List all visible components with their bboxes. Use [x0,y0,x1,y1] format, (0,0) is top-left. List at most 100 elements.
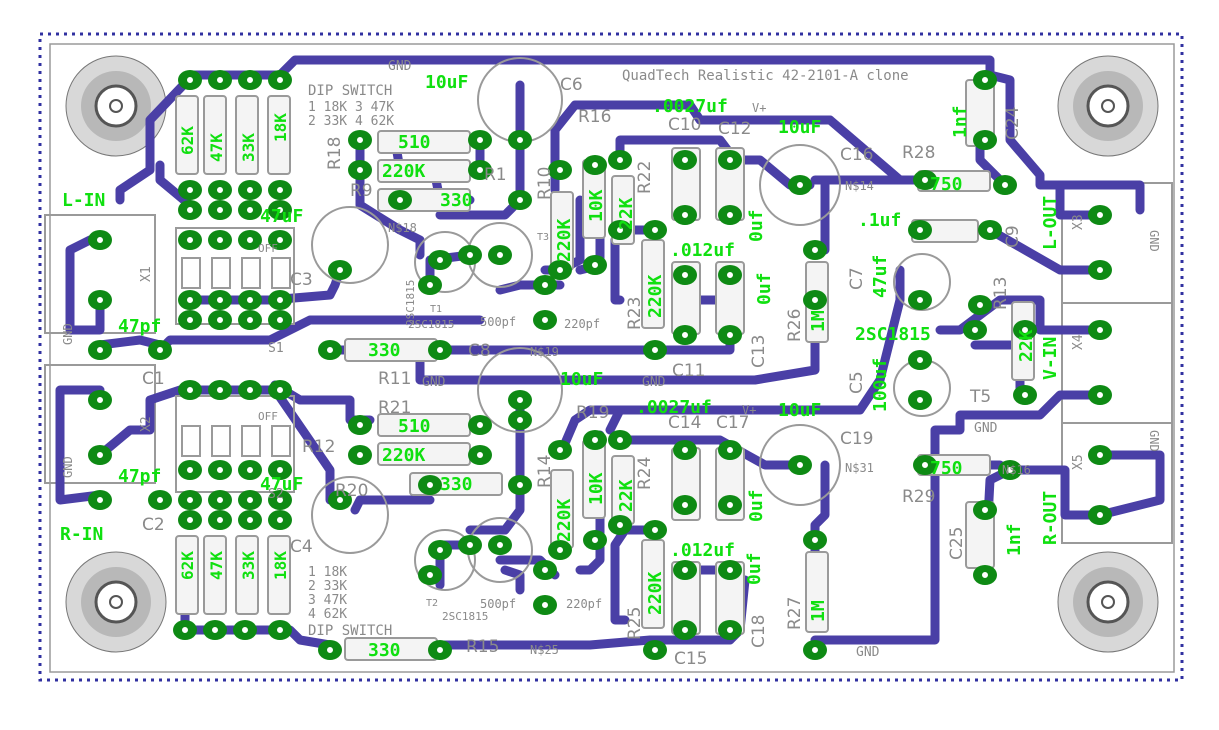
pad-hole [516,416,524,424]
pad-hole [986,226,994,234]
pad-hole [726,501,734,509]
pad-hole [516,196,524,204]
ref-c19: C19 [840,429,874,449]
ref-c16: C16 [840,145,874,165]
pad-hole [726,446,734,454]
ref-c18: C18 [749,614,769,648]
ref-r1: R1 [484,165,507,185]
value-r28: 750 [930,174,963,195]
value-r27: 1M [808,600,829,622]
pad-hole [1096,211,1104,219]
pad-hole [436,646,444,654]
ref-c9: C9 [1003,225,1023,248]
pad-hole [216,186,224,194]
value-c4: 47uF [260,474,303,495]
ref-r22: R22 [635,161,655,194]
pad-hole [186,386,194,394]
ref-r14: R14 [535,455,555,488]
ref-2sc1815-t1: 2SC1815 [404,280,417,326]
pad-hole [356,136,364,144]
pad-hole [246,516,254,524]
pad-hole [186,496,194,504]
pad-hole [436,256,444,264]
ref-c10: C10 [668,115,702,135]
value-c10: .0027uf [652,96,728,117]
net-n31: N$31 [845,461,874,475]
pad-hole [276,186,284,194]
connector-label-v-in: V-IN [1040,337,1061,380]
pad-hole [981,136,989,144]
ref-r23: R23 [625,297,645,330]
net-n18: N$18 [388,221,417,235]
pad-hole [246,466,254,474]
ref-c13: C13 [749,334,769,368]
pad-hole [681,446,689,454]
dip-legend-bottom-title: DIP SWITCH [308,623,392,639]
pad-hole [276,496,284,504]
pad-hole [216,386,224,394]
pad-hole [916,296,924,304]
pad-hole [241,626,249,634]
value-r23: 220K [645,274,666,318]
value-c25: 1nf [1004,523,1025,556]
pad-hole [916,356,924,364]
pad-hole [276,296,284,304]
pad-hole [981,506,989,514]
pad-hole [246,206,254,214]
value-r24: 22K [616,479,637,512]
connector-x4-outline [1061,302,1173,424]
ref-500pf-bottom: 500pf [480,597,516,611]
pad-hole [326,346,334,354]
board-inner-edge [49,43,1175,673]
pad-hole [556,166,564,174]
value-r62k-bottom: 62K [178,551,197,580]
value-c12: 0uf [746,209,767,242]
value-c15: .012uf [670,540,735,561]
pad-hole [186,236,194,244]
value-c8: 10uF [560,369,603,390]
pad-hole [591,261,599,269]
ref-s1: S1 [268,341,284,356]
ref-c24: C24 [1003,106,1023,140]
value-r25: 220K [645,571,666,615]
pad-hole [516,396,524,404]
mounting-hole-top-left [65,55,167,157]
pad-hole [556,446,564,454]
dip-switch-s2 [175,395,295,493]
pad-hole [476,166,484,174]
pad-hole [681,156,689,164]
pad-hole [796,181,804,189]
pad-hole [1096,326,1104,334]
mounting-hole-bottom-left [65,551,167,653]
pad-hole [591,161,599,169]
pad-hole [156,496,164,504]
pad-hole [1096,511,1104,519]
ref-220pf-bottom: 220pf [566,597,602,611]
pad-hole [1096,391,1104,399]
pad-hole [356,451,364,459]
value-r18k-top: 18K [271,113,290,142]
ref-r15: R15 [466,637,499,657]
pad-hole [681,626,689,634]
connector-label-gnd-x2: GND [61,456,75,478]
pad-hole [96,236,104,244]
ref-c4: C4 [290,537,313,557]
value-c3: 47uF [260,206,303,227]
value-c11: .012uf [670,240,735,261]
pads [88,70,1112,660]
value-c13: 0uf [754,272,775,305]
pad-hole [726,566,734,574]
connector-label-l-in: L-IN [62,190,105,211]
connector-label-l-out: L-OUT [1040,196,1061,250]
value-r9: 330 [440,190,473,211]
value-r11b: 220K [382,445,426,466]
pad-hole [1021,326,1029,334]
value-c16: 10uF [778,117,821,138]
pad-hole [186,206,194,214]
pad-hole [971,326,979,334]
board-title: QuadTech Realistic 42-2101-A clone [622,68,909,84]
pad-hole [1006,466,1014,474]
net-n14: N$14 [845,179,874,193]
ref-c1: C1 [142,369,165,389]
